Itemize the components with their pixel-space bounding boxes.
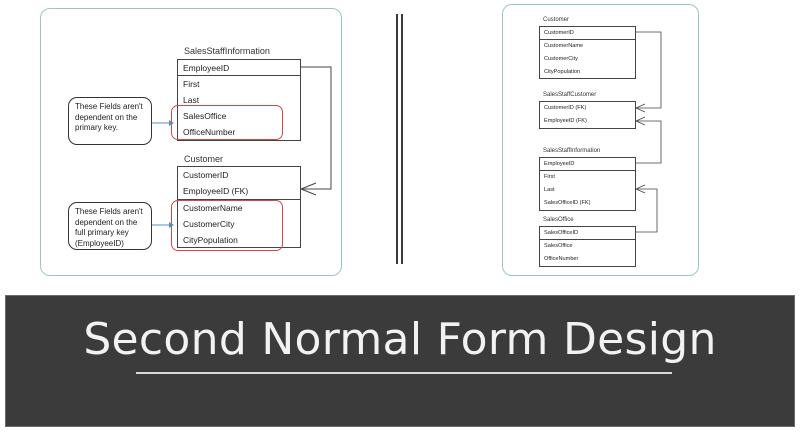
entity-title-customer: Customer	[184, 154, 224, 164]
highlight-customer-fields	[171, 200, 283, 251]
crows-foot-junction-customer	[635, 103, 646, 113]
entity-title-sales-staff-customer: SalesStaffCustomer	[543, 92, 597, 98]
table-customer: CustomerID CustomerName CustomerCity Cit…	[539, 26, 636, 79]
field-sales-office: SalesOffice	[183, 111, 227, 121]
field-city-population: CityPopulation	[183, 235, 238, 245]
field-customer-city: CustomerCity	[183, 219, 235, 229]
first-normal-form-diagram-panel: SalesStaffInformation EmployeeID First L…	[40, 8, 342, 276]
table-sales-office: SalesOfficeID SalesOffice OfficeNumber	[539, 226, 636, 267]
field-office-number: OfficeNumber	[544, 256, 579, 262]
field-employee-id: EmployeeID	[178, 60, 300, 76]
rel-office-staff	[636, 188, 658, 233]
table-customer: CustomerID EmployeeID (FK) CustomerName …	[177, 166, 301, 248]
second-normal-form-diagram-panel: Customer CustomerID CustomerName Custome…	[502, 4, 699, 276]
field-employee-id-fk: EmployeeID (FK)	[544, 118, 587, 124]
entity-title-customer: Customer	[543, 17, 570, 23]
table-sales-staff-customer: CustomerID (FK) EmployeeID (FK)	[539, 101, 636, 129]
field-customer-id: CustomerID	[540, 27, 635, 40]
divider-line-1	[396, 14, 398, 264]
slide-title: Second Normal Form Design	[83, 314, 717, 365]
crows-foot-junction-staff	[635, 116, 646, 126]
table-sales-staff-information: EmployeeID First Last SalesOfficeID (FK)	[539, 157, 636, 211]
crows-foot-staff-office	[635, 184, 646, 194]
table-sales-staff-information: EmployeeID First Last SalesOffice Office…	[177, 59, 301, 141]
field-employee-id: EmployeeID	[540, 158, 635, 171]
callout-not-dependent-primary-key: These Fields aren't dependent on the pri…	[68, 97, 152, 145]
field-customer-name: CustomerName	[544, 43, 584, 49]
rel-customer-junction	[636, 31, 662, 109]
field-sales-office-id: SalesOfficeID	[540, 227, 635, 240]
title-banner: Second Normal Form Design	[5, 295, 795, 427]
field-office-number: OfficeNumber	[183, 127, 236, 137]
crows-foot-customer	[299, 182, 317, 196]
field-customer-name: CustomerName	[183, 203, 243, 213]
field-sales-office: SalesOffice	[544, 243, 573, 249]
field-last: Last	[544, 187, 555, 193]
rel-staff-junction	[636, 120, 662, 164]
relationship-line	[301, 66, 332, 190]
entity-title-sales-office: SalesOffice	[543, 217, 574, 223]
field-sales-office-id-fk: SalesOfficeID (FK)	[544, 200, 591, 206]
field-last: Last	[183, 95, 200, 105]
entity-title-sales-staff-information: SalesStaffInformation	[184, 46, 270, 56]
field-city-population: CityPopulation	[544, 69, 581, 75]
field-customer-id-fk: CustomerID (FK)	[544, 105, 587, 111]
entity-title-sales-staff-information: SalesStaffInformation	[543, 148, 601, 154]
title-underline	[136, 372, 672, 374]
divider-line-2	[401, 14, 403, 264]
field-first: First	[544, 174, 555, 180]
field-first: First	[183, 79, 200, 89]
field-customer-city: CustomerCity	[544, 56, 578, 62]
callout-not-dependent-full-key: These Fields aren't dependent on the ful…	[68, 202, 152, 250]
highlight-office-fields	[171, 105, 283, 140]
field-customer-id: CustomerID	[183, 170, 229, 180]
field-employee-id-fk: EmployeeID (FK)	[178, 183, 300, 200]
